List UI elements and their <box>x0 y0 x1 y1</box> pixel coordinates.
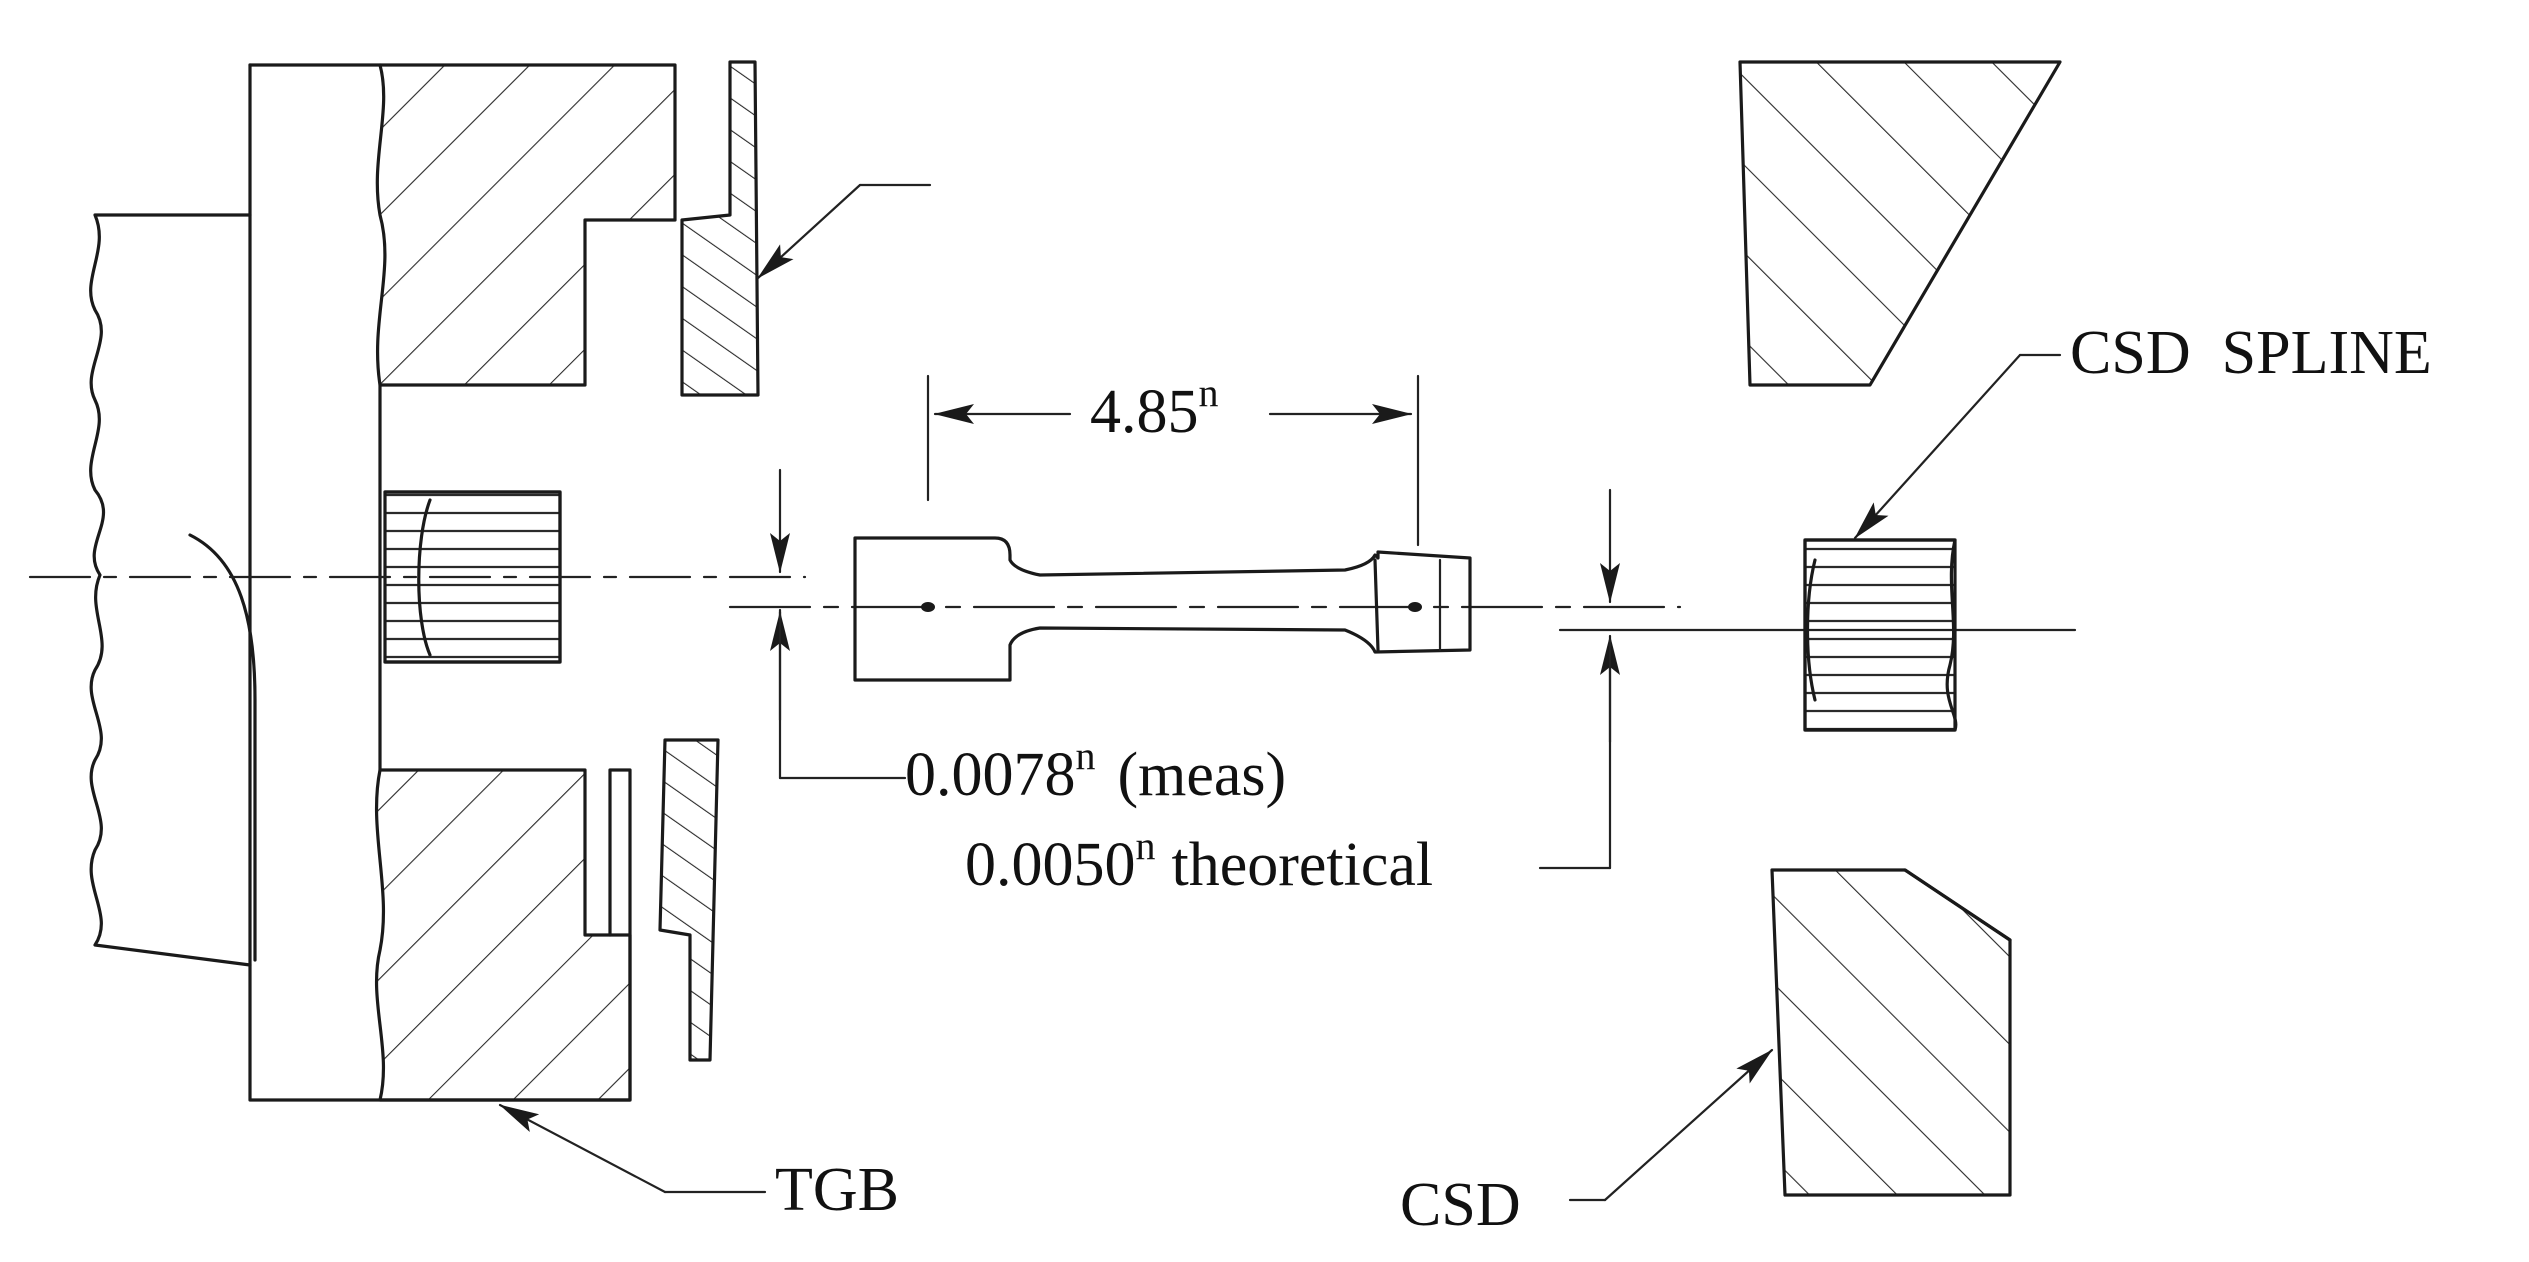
csd-housing <box>1738 60 2062 1197</box>
csd-upper-section <box>1738 60 2062 387</box>
coupling-shaft <box>853 536 1472 682</box>
tgb-lower-section <box>374 768 632 1102</box>
tgb-upper-section <box>375 63 677 387</box>
offset-theoretical-arrows <box>1538 488 1620 870</box>
csd-spline-label: CSD SPLINE <box>2070 319 2432 387</box>
upper-seal-ring <box>680 60 760 397</box>
left-center-mark <box>921 602 935 612</box>
csd-label: CSD <box>1400 1171 1521 1239</box>
tgb-label: TGB <box>775 1156 899 1224</box>
break-line <box>89 63 632 1102</box>
csd-spline-part <box>1803 538 1957 732</box>
csd-lower-section <box>1770 868 2012 1197</box>
length-label: 4.85n <box>1090 370 1219 446</box>
lower-seal-ring <box>658 738 720 1062</box>
offset-measured-label: 0.0078n(meas) <box>905 733 1286 809</box>
right-center-mark <box>1408 602 1422 612</box>
tgb-housing <box>89 60 760 1102</box>
length-dimension <box>926 374 1420 547</box>
leaders <box>498 183 2062 1202</box>
offset-measured-arrows <box>770 468 907 780</box>
